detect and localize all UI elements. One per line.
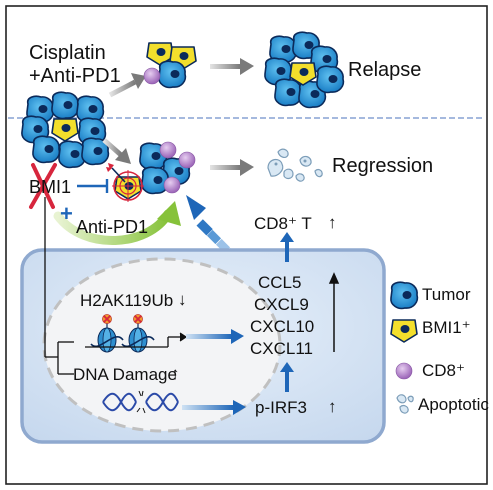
chemokine-ccl5: CCL5 — [258, 273, 302, 292]
cd8-increase-arrow: ↑ — [328, 213, 337, 232]
legend-bmi1-label: BMI1⁺ — [422, 318, 471, 337]
bmi1-connector-line — [44, 197, 74, 375]
p-irf3-label: p-IRF3 — [255, 398, 307, 417]
relapse-tumor-cluster-icon — [264, 31, 345, 109]
arrow-to-chemokines — [186, 329, 244, 344]
dna-damage-label: DNA Damage — [73, 365, 177, 384]
anti-pd1-label: Anti-PD1 — [76, 217, 149, 237]
legend-cd8-label: CD8⁺ — [422, 361, 465, 380]
inhibition-line-icon — [77, 179, 109, 193]
h2ak119ub-decrease-arrow: ↓ — [178, 290, 187, 309]
arrow-irf3-to-chemokines — [280, 362, 294, 392]
apoptotic-cell-icon — [396, 394, 414, 414]
arrow-to-relapse — [108, 73, 146, 98]
legend-tumor-label: Tumor — [422, 285, 471, 304]
surviving-cells-icon — [143, 42, 197, 89]
treatment-label-line1: Cisplatin — [29, 42, 106, 64]
h2ak119ub-label: H2AK119Ub — [80, 291, 174, 310]
arrow-to-p-irf3 — [182, 400, 246, 415]
chemokine-cxcl9: CXCL9 — [254, 295, 309, 314]
anti-pd1-green-arc-icon — [53, 201, 181, 246]
legend-apoptotic-label: Apoptotic — [418, 395, 489, 414]
bmi1-label: BMI1 — [29, 177, 72, 197]
apoptotic-fragments-icon — [267, 148, 323, 182]
dna-damage-increase-arrow: ↑ — [171, 364, 180, 383]
relapse-label: Relapse — [348, 59, 422, 81]
chemokine-increase-arrow-icon — [328, 272, 340, 352]
bmi1-cell-icon — [390, 319, 418, 343]
targeted-bmi1-cell-icon — [106, 163, 144, 202]
treatment-label-line2: +Anti-PD1 — [29, 65, 121, 87]
legend-icons — [390, 281, 419, 414]
damaged-dna-helix-icon — [102, 390, 179, 414]
regressing-cells-icon — [139, 141, 196, 195]
nucleus-icon — [42, 257, 282, 433]
arrow-to-relapse-cluster — [210, 58, 254, 75]
arrow-to-regression — [102, 138, 131, 164]
cd8-cell-icon — [395, 362, 413, 380]
plus-sign-icon: + — [60, 201, 73, 226]
chemokine-cxcl11: CXCL11 — [250, 339, 313, 358]
p-irf3-increase-arrow: ↑ — [328, 397, 337, 416]
cd8-t-label: CD8⁺ T — [254, 214, 312, 233]
regression-label: Regression — [332, 155, 434, 177]
arrow-to-regression-cluster — [210, 159, 254, 176]
initial-tumor-cluster-icon — [21, 91, 110, 169]
bmi1-knockout-cross-icon — [29, 163, 57, 209]
arrow-chemokines-to-cd8 — [280, 232, 294, 262]
chemokine-cxcl10: CXCL10 — [250, 317, 315, 336]
figure-frame — [5, 5, 488, 485]
tumor-cell-icon — [390, 281, 419, 310]
